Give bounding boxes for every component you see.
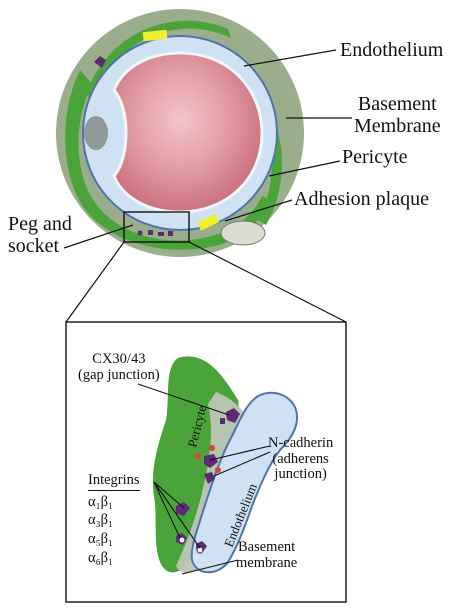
gap-junction-label-line1: CX30/43	[78, 352, 160, 368]
peg-socket-label: Peg and socket	[8, 214, 72, 257]
endothelial-nucleus	[84, 116, 108, 150]
integrin-a3b1: α₃β₁	[88, 513, 140, 529]
inset-basement-label-line2: membrane	[236, 556, 297, 572]
vessel-lumen	[114, 53, 262, 212]
ncadherin-label-line3: junction)	[268, 467, 333, 483]
pericyte-label: Pericyte	[342, 147, 408, 169]
inset-basement-membrane-label: Basement membrane	[236, 540, 297, 571]
ncadherin-label-line2: (adherens	[268, 452, 333, 468]
peg-socket-label-line2: socket	[8, 236, 72, 258]
gap-junction-label-line2: (gap junction)	[78, 368, 160, 384]
pericyte-nucleus	[221, 221, 265, 245]
integrin-a5b1: α₅β₁	[88, 532, 140, 548]
gap-junction-label: CX30/43 (gap junction)	[78, 352, 160, 383]
capillary-cross-section	[56, 9, 304, 257]
integrins-title: Integrins	[88, 473, 140, 491]
integrin-a1b1: α₁β₁	[88, 495, 140, 511]
adhesion-plaque-label: Adhesion plaque	[294, 189, 429, 211]
ncadherin-label: N-cadherin (adherens junction)	[268, 436, 333, 483]
ncadherin-label-line1: N-cadherin	[268, 436, 333, 452]
integrins-label: Integrins α₁β₁ α₃β₁ α₅β₁ α₆β₁	[88, 473, 140, 566]
basement-membrane-label-line1: Basement	[354, 94, 441, 116]
peg-socket-label-line1: Peg and	[8, 214, 72, 236]
inset-basement-label-line1: Basement	[236, 540, 297, 556]
endothelium-label: Endothelium	[340, 40, 443, 62]
basement-membrane-label: Basement Membrane	[354, 94, 441, 137]
integrin-a6b1: α₆β₁	[88, 551, 140, 567]
basement-membrane-label-line2: Membrane	[354, 116, 441, 138]
